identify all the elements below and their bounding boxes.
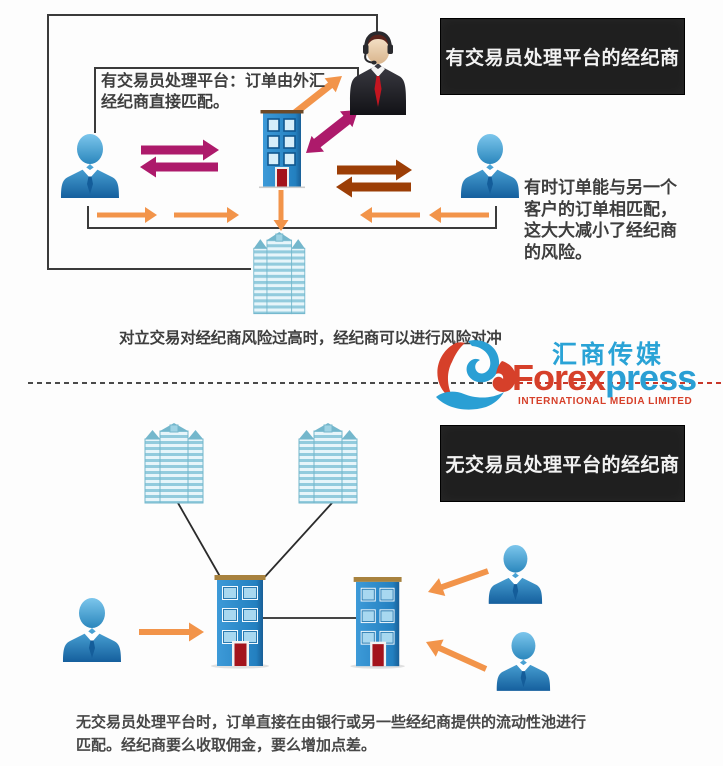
- broker-building-icon: [349, 576, 406, 670]
- no-dealing-desk-banner: 无交易员处理平台的经纪商: [440, 425, 685, 502]
- hedge-route-line: [47, 14, 378, 270]
- note-bracket-line: [94, 67, 359, 133]
- liquidity-link-line: [261, 502, 333, 581]
- to-liquidity-arrow-icon: [273, 190, 289, 231]
- client-right-upper-icon: [488, 545, 543, 604]
- no-dealing-desk-diagram: [63, 422, 551, 691]
- logo-swirl-icon: [436, 340, 516, 410]
- logo-chinese-name: 汇商传媒: [552, 341, 665, 369]
- client-order-arrow-icon: [426, 639, 488, 672]
- logo-brand-name: Forexpress: [512, 357, 697, 399]
- note-line: 有交易员处理平台：订单由外汇: [101, 73, 326, 90]
- sell-arrow-left-icon: [140, 156, 218, 178]
- forexpress-logo: 汇商传媒 Forexpress INTERNATIONAL MEDIA LIMI…: [432, 333, 723, 413]
- rail-arrow-icon: [360, 207, 420, 223]
- client-order-arrow-icon: [428, 568, 489, 596]
- logo-subtitle: INTERNATIONAL MEDIA LIMITED: [518, 396, 693, 407]
- hedging-caption: 对立交易对经纪商风险过高时，经纪商可以进行风险对冲: [119, 330, 502, 347]
- order-match-note: 有时订单能与另一个 客户的订单相匹配， 这大大减小了经纪商 的风险。: [524, 177, 677, 263]
- dealing-desk-diagram: [47, 14, 519, 315]
- broker-building-icon: [210, 574, 270, 670]
- logo-brand-forex: Forex: [512, 357, 606, 398]
- banner-label: 有交易员处理平台的经纪商: [445, 48, 680, 69]
- client-left-icon: [61, 134, 119, 198]
- bank-skyscraper-icon: [298, 422, 358, 504]
- client-right-icon: [461, 134, 519, 198]
- dealer-down-arrow-icon: [306, 116, 351, 153]
- client-order-arrow-icon: [139, 622, 204, 642]
- note-line: 这大大减小了经纪商: [524, 221, 677, 240]
- note-line: 有时订单能与另一个: [524, 178, 677, 197]
- sell-arrow-right-icon: [336, 176, 411, 198]
- dashed-divider-red: [500, 382, 723, 384]
- rail-arrow-icon: [174, 207, 239, 223]
- caption-line: 匹配。经纪商要么收取佣金，要么增加点差。: [76, 736, 377, 754]
- bank-skyscraper-icon: [144, 422, 204, 504]
- ndd-caption: 无交易员处理平台时，订单直接在由银行或另一些经纪商提供的流动性池进行 匹配。经纪…: [76, 712, 586, 757]
- liquidity-link-line: [177, 502, 223, 581]
- note-line: 的风险。: [524, 242, 592, 262]
- dealing-desk-note: 有交易员处理平台：订单由外汇 经纪商直接匹配。: [101, 71, 325, 113]
- liquidity-skyscraper-icon: [253, 231, 306, 315]
- dashed-divider: [28, 382, 500, 384]
- dealing-desk-banner: 有交易员处理平台的经纪商: [440, 18, 685, 95]
- logo-brand-press: press: [605, 357, 697, 398]
- broker-building-icon: [258, 109, 306, 189]
- rail-arrow-icon: [97, 207, 157, 223]
- buy-arrow-left-icon: [141, 139, 219, 161]
- note-line: 客户的订单相匹配，: [524, 199, 677, 219]
- client-right-lower-icon: [496, 632, 551, 691]
- buy-arrow-right-icon: [337, 159, 412, 181]
- caption-line: 无交易员处理平台时，订单直接在由银行或另一些经纪商提供的流动性池进行: [76, 714, 587, 731]
- rail-arrow-icon: [429, 207, 489, 223]
- note-line: 经纪商直接匹配。: [101, 94, 230, 111]
- order-rail-line: [87, 206, 497, 229]
- banner-label: 无交易员处理平台的经纪商: [445, 455, 680, 476]
- client-left-icon: [63, 598, 121, 662]
